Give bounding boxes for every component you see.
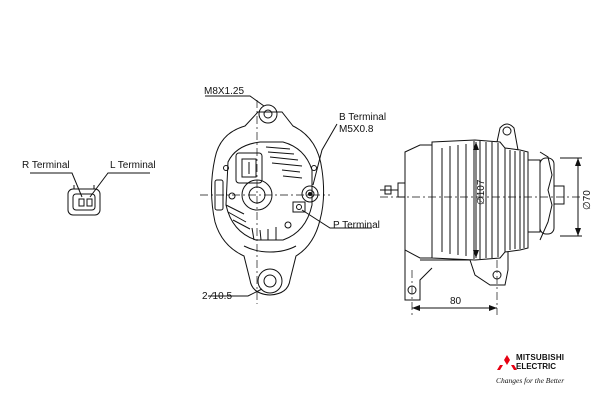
brand-name-line1: MITSUBISHI bbox=[516, 353, 565, 362]
r-terminal-label: R Terminal bbox=[22, 160, 70, 171]
m8-leader bbox=[205, 95, 265, 107]
rear-view bbox=[211, 104, 325, 296]
hole-leader bbox=[208, 288, 263, 297]
p-terminal-leader bbox=[301, 209, 372, 229]
mitsubishi-electric-logo: MITSUBISHI ELECTRIC Changes for the Bett… bbox=[496, 352, 596, 388]
three-diamond-icon bbox=[497, 355, 517, 370]
m8-label: M8X1.25 bbox=[204, 86, 245, 97]
l-terminal-leader bbox=[89, 172, 150, 198]
dim-107-label: ∅107 bbox=[476, 179, 487, 205]
connector-plug bbox=[67, 185, 101, 216]
side-view bbox=[380, 123, 565, 301]
p-terminal-label: P Terminal bbox=[333, 220, 380, 231]
m5-leader bbox=[312, 123, 338, 186]
m5-label: M5X0.8 bbox=[339, 124, 374, 135]
brand-tagline: Changes for the Better bbox=[496, 376, 565, 385]
r-terminal-leader bbox=[30, 172, 83, 198]
l-terminal-label: L Terminal bbox=[110, 160, 156, 171]
b-terminal-label: B Terminal bbox=[339, 112, 387, 123]
brand-name-line2: ELECTRIC bbox=[516, 362, 556, 371]
hole-label: 2-∕10.5 bbox=[202, 291, 233, 302]
dim-70-label: ∅70 bbox=[582, 190, 593, 210]
dim-80-label: 80 bbox=[450, 296, 462, 307]
